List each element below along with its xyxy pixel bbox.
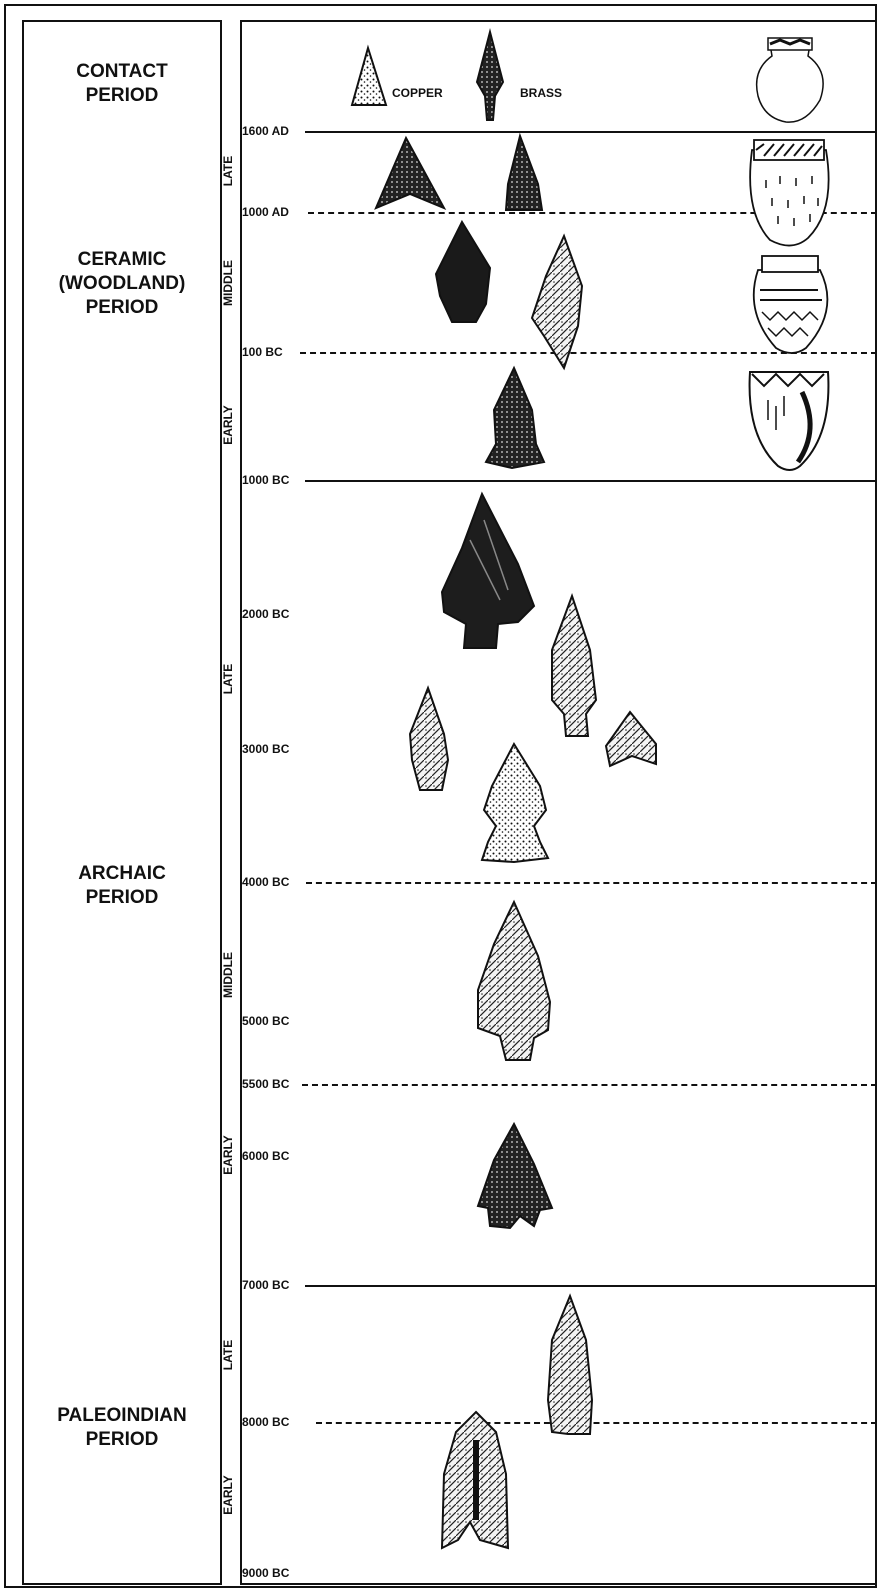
- period-contact: CONTACT PERIOD: [22, 60, 222, 108]
- boundary-5500bc: [302, 1084, 877, 1086]
- date-label: 1600 AD: [242, 124, 291, 138]
- date-label: 1000 AD: [242, 205, 291, 219]
- date-label: 7000 BC: [242, 1278, 291, 1292]
- date-label: 2000 BC: [242, 607, 291, 621]
- boundary-1000bc: [305, 480, 877, 482]
- subperiod-archaic-late: LATE: [221, 639, 235, 719]
- timeline-column: [240, 20, 877, 1585]
- subperiod-ceramic-middle: MIDDLE: [221, 243, 235, 323]
- date-label: 3000 BC: [242, 742, 291, 756]
- date-label: 4000 BC: [242, 875, 291, 889]
- boundary-7000bc: [305, 1285, 877, 1287]
- boundary-1600ad: [305, 131, 877, 133]
- date-label: 5500 BC: [242, 1077, 291, 1091]
- date-label: 8000 BC: [242, 1415, 291, 1429]
- boundary-100bc: [300, 352, 877, 354]
- brass-label: BRASS: [520, 86, 562, 100]
- date-label: 100 BC: [242, 345, 285, 359]
- date-label: 6000 BC: [242, 1149, 291, 1163]
- copper-label: COPPER: [392, 86, 443, 100]
- boundary-1000ad: [308, 212, 877, 214]
- subperiod-ceramic-late: LATE: [221, 131, 235, 211]
- period-archaic: ARCHAIC PERIOD: [22, 862, 222, 910]
- date-label: 5000 BC: [242, 1014, 291, 1028]
- boundary-4000bc: [306, 882, 877, 884]
- subperiod-paleo-early: EARLY: [221, 1455, 235, 1535]
- subperiod-archaic-middle: MIDDLE: [221, 935, 235, 1015]
- date-label: 9000 BC: [242, 1566, 291, 1580]
- subperiod-paleo-late: LATE: [221, 1315, 235, 1395]
- date-label: 1000 BC: [242, 473, 291, 487]
- period-paleoindian: PALEOINDIAN PERIOD: [22, 1404, 222, 1452]
- period-ceramic: CERAMIC (WOODLAND) PERIOD: [22, 248, 222, 320]
- boundary-8000bc: [316, 1422, 877, 1424]
- subperiod-ceramic-early: EARLY: [221, 385, 235, 465]
- subperiod-archaic-early: EARLY: [221, 1115, 235, 1195]
